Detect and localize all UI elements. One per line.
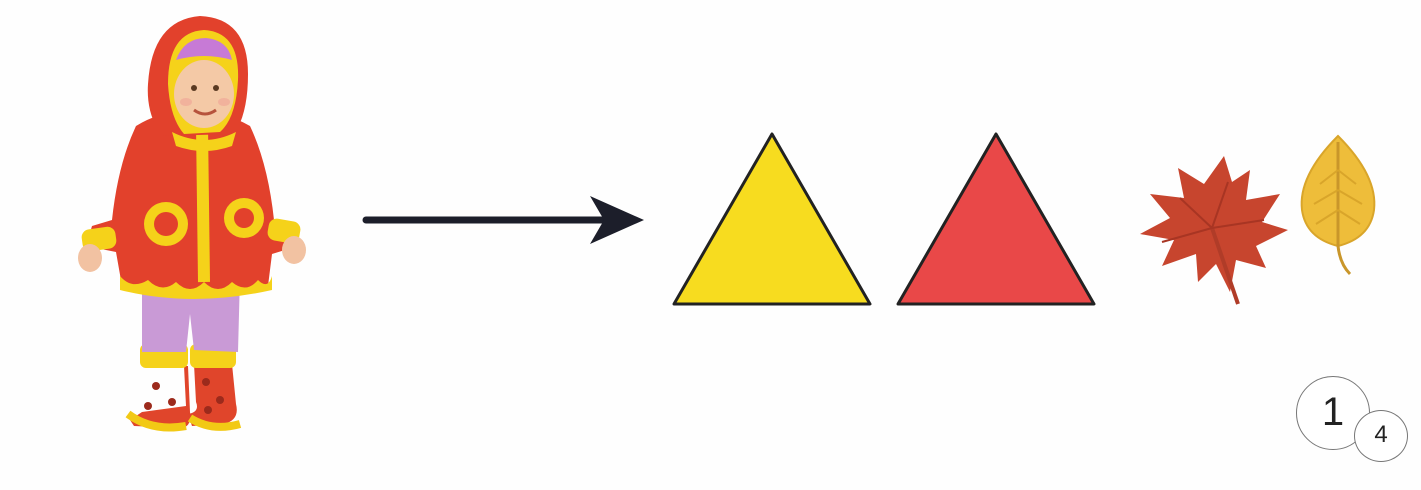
yellow-birch-leaf-icon — [1294, 130, 1382, 278]
page-number-badge: 1 4 — [1290, 374, 1415, 464]
yellow-triangle-shape — [674, 134, 870, 304]
red-maple-leaf-icon — [1132, 142, 1294, 312]
boots — [128, 344, 240, 428]
child-face — [174, 60, 234, 128]
right-arrow-icon — [362, 190, 652, 250]
page-number-sub: 4 — [1354, 410, 1408, 462]
triangle-sequence — [668, 124, 1108, 314]
red-triangle-shape — [898, 134, 1094, 304]
child-in-red-coat-illustration — [72, 14, 312, 434]
